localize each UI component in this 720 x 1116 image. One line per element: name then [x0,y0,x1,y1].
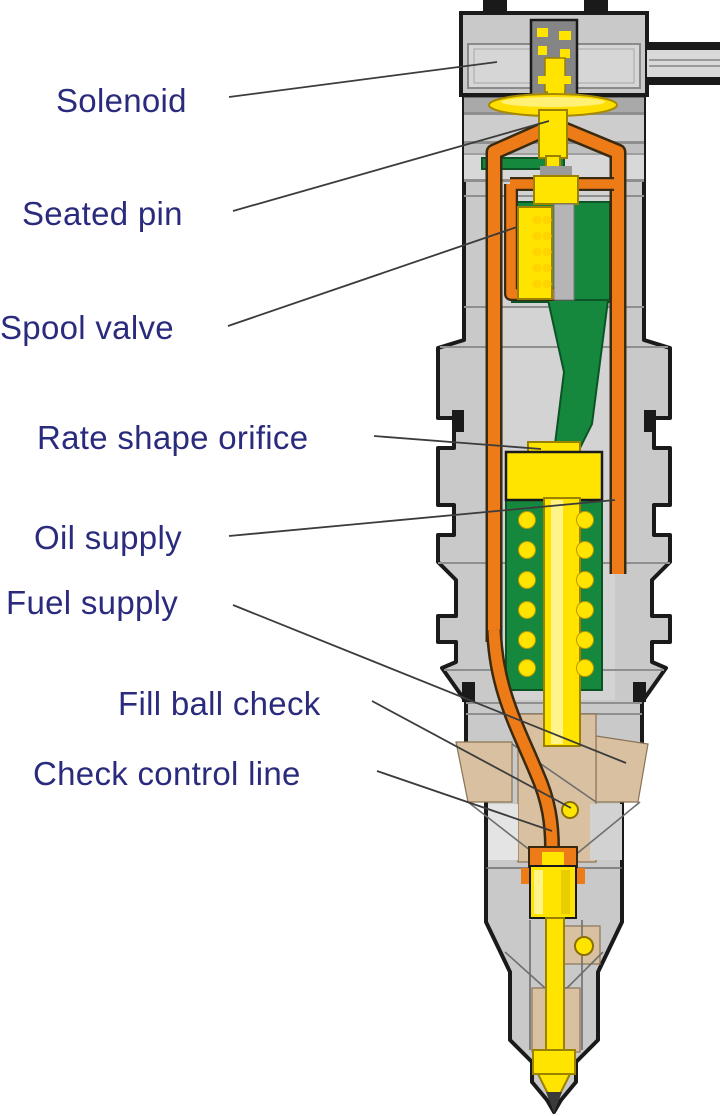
leader-fill-ball-check [371,700,572,809]
label-rate-shape-orifice: Rate shape orifice [37,419,309,456]
label-oil-supply: Oil supply [34,519,182,556]
nozzle-ball [574,936,594,956]
leader-lines [227,61,627,832]
green-cross-passage [481,157,565,170]
leader-fuel-supply [232,604,627,764]
nozzle-needle [532,917,576,1113]
leader-solenoid [228,61,498,98]
label-spool-valve: Spool valve [0,309,174,346]
leader-rate-shape-orifice [373,435,542,450]
mount-tab-left [483,0,507,15]
nozzle-tip [546,1092,562,1113]
electrical-connector [647,42,720,85]
leader-spool-valve [227,226,518,327]
leader-oil-supply [228,499,616,537]
label-seated-pin: Seated pin [22,195,183,232]
yellow-parts [459,0,720,1113]
label-solenoid: Solenoid [56,82,187,119]
label-check-control-line: Check control line [33,755,301,792]
leader-check-control-line [376,770,553,832]
plunger-spring-coils [518,511,594,677]
mount-tab-right [584,0,608,15]
rate-shape-orifice-region [504,450,604,502]
intensifier-piston [504,441,604,747]
leader-seated-pin [232,120,550,212]
check-assembly [529,852,577,919]
label-fill-ball-check: Fill ball check [118,685,321,722]
solenoid-assembly [459,0,720,100]
spool-valve-internals [517,203,575,301]
solenoid-core [529,18,579,100]
armature-disc [488,93,618,117]
label-fuel-supply: Fuel supply [6,584,179,621]
check-control-channel [488,629,558,849]
seated-pin-part [533,109,579,205]
